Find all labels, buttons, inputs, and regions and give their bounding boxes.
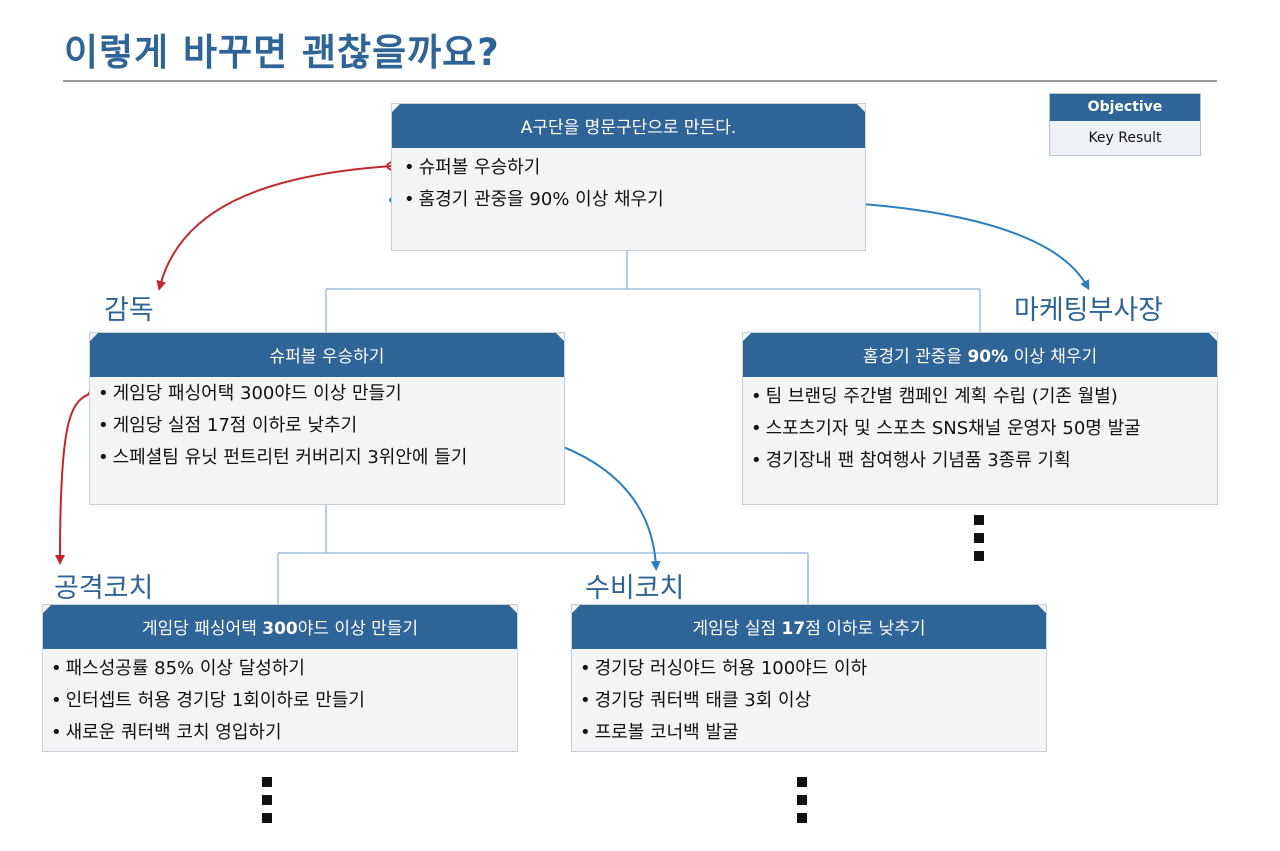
role-coach: 감독 [104,295,154,326]
offense-okr-box: 게임당 패싱어택 300야드 이상 만들기 패스성공률 85% 이상 달성하기 … [42,604,518,752]
page-title: 이렇게 바꾸면 괜찮을까요? [64,31,500,74]
marketing-objective-post: 이상 채우기 [1008,347,1098,367]
defense-okr-box: 게임당 실점 17점 이하로 낮추기 경기당 러싱야드 허용 100야드 이하 … [571,604,1047,752]
root-okr-box: A구단을 명문구단으로 만든다. 슈퍼볼 우승하기 홈경기 관중을 90% 이상… [391,103,866,251]
root-objective: A구단을 명문구단으로 만든다. [392,104,865,148]
role-marketing-vp: 마케팅부사장 [1014,295,1164,326]
root-key-result-1: 슈퍼볼 우승하기 [392,152,865,184]
defense-objective-bold: 17 [781,619,806,639]
red-arrow-coach-to-offense [55,392,93,565]
red-arrow-root-to-coach [156,165,393,291]
coach-connector [277,503,809,604]
coach-objective: 슈퍼볼 우승하기 [90,333,564,377]
coach-key-result-3: 스페셜팀 유닛 펀트리턴 커버리지 3위안에 들기 [90,442,564,474]
defense-objective-pre: 게임당 실점 [692,619,782,639]
offense-objective-pre: 게임당 패싱어택 [141,619,263,639]
marketing-key-result-2: 스포츠기자 및 스포츠 SNS채널 운영자 50명 발굴 [743,413,1217,445]
role-defense-coach: 수비코치 [585,573,685,604]
root-key-result-2: 홈경기 관중을 90% 이상 채우기 [392,184,865,216]
legend: Objective Key Result [1049,93,1201,156]
coach-key-result-1: 게임당 패싱어택 300야드 이상 만들기 [90,378,564,410]
root-connector [325,249,981,332]
defense-key-result-1: 경기당 러싱야드 허용 100야드 이하 [572,653,1046,685]
offense-objective-post: 야드 이상 만들기 [297,619,419,639]
coach-okr-box: 슈퍼볼 우승하기 게임당 패싱어택 300야드 이상 만들기 게임당 실점 17… [89,332,565,505]
continuation-dots-defense [797,777,807,831]
marketing-key-result-1: 팀 브랜딩 주간별 캠페인 계획 수립 (기존 월별) [743,381,1217,413]
continuation-dots-offense [262,777,272,831]
legend-objective: Objective [1050,94,1200,121]
role-offense-coach: 공격코치 [54,573,154,604]
defense-objective-post: 점 이하로 낮추기 [805,619,926,639]
marketing-objective-pre: 홈경기 관중을 [862,347,968,367]
defense-key-result-2: 경기당 쿼터백 태클 3회 이상 [572,685,1046,717]
marketing-key-result-3: 경기장내 팬 참여행사 기념품 3종류 기획 [743,445,1217,477]
continuation-dots-marketing [974,515,984,569]
marketing-okr-box: 홈경기 관중을 90% 이상 채우기 팀 브랜딩 주간별 캠페인 계획 수립 (… [742,332,1218,505]
defense-key-result-3: 프로볼 코너백 발굴 [572,717,1046,749]
legend-key-result: Key Result [1088,130,1162,146]
marketing-objective: 홈경기 관중을 90% 이상 채우기 [743,333,1217,377]
offense-objective-bold: 300 [262,619,298,639]
title-divider [63,80,1217,82]
coach-key-result-2: 게임당 실점 17점 이하로 낮추기 [90,410,564,442]
marketing-objective-bold: 90% [967,347,1009,367]
offense-key-result-3: 새로운 쿼터백 코치 영입하기 [43,717,517,749]
defense-objective: 게임당 실점 17점 이하로 낮추기 [572,605,1046,649]
org-tree-lines [277,249,981,604]
offense-key-result-2: 인터셉트 허용 경기당 1회이하로 만들기 [43,685,517,717]
offense-objective: 게임당 패싱어택 300야드 이상 만들기 [43,605,517,649]
offense-key-result-1: 패스성공률 85% 이상 달성하기 [43,653,517,685]
